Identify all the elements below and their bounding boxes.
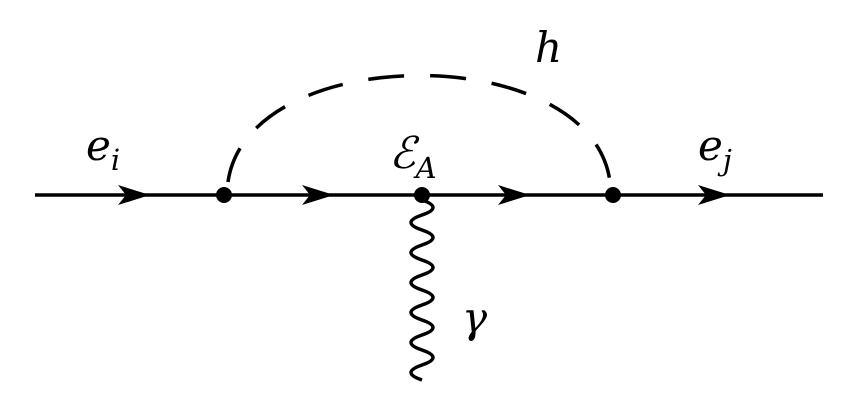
arrow-right-internal xyxy=(498,185,530,205)
label-incoming-base: e xyxy=(86,121,111,170)
vertex-left xyxy=(216,187,232,203)
arrow-outgoing xyxy=(698,185,730,205)
label-outgoing: ej xyxy=(698,121,732,177)
label-vertex-sub: A xyxy=(413,151,437,185)
label-photon: γ xyxy=(462,293,488,342)
label-scalar: h xyxy=(535,23,562,72)
photon-line xyxy=(409,198,435,382)
arrow-incoming xyxy=(118,185,150,205)
label-vertex: ℰA xyxy=(389,128,437,185)
vertex-center xyxy=(414,187,430,203)
label-incoming-sub: i xyxy=(111,143,120,177)
label-incoming: ei xyxy=(86,121,120,177)
arrow-left-internal xyxy=(302,185,334,205)
label-vertex-base: ℰ xyxy=(389,128,420,179)
vertex-right xyxy=(605,187,621,203)
label-outgoing-base: e xyxy=(698,121,723,170)
